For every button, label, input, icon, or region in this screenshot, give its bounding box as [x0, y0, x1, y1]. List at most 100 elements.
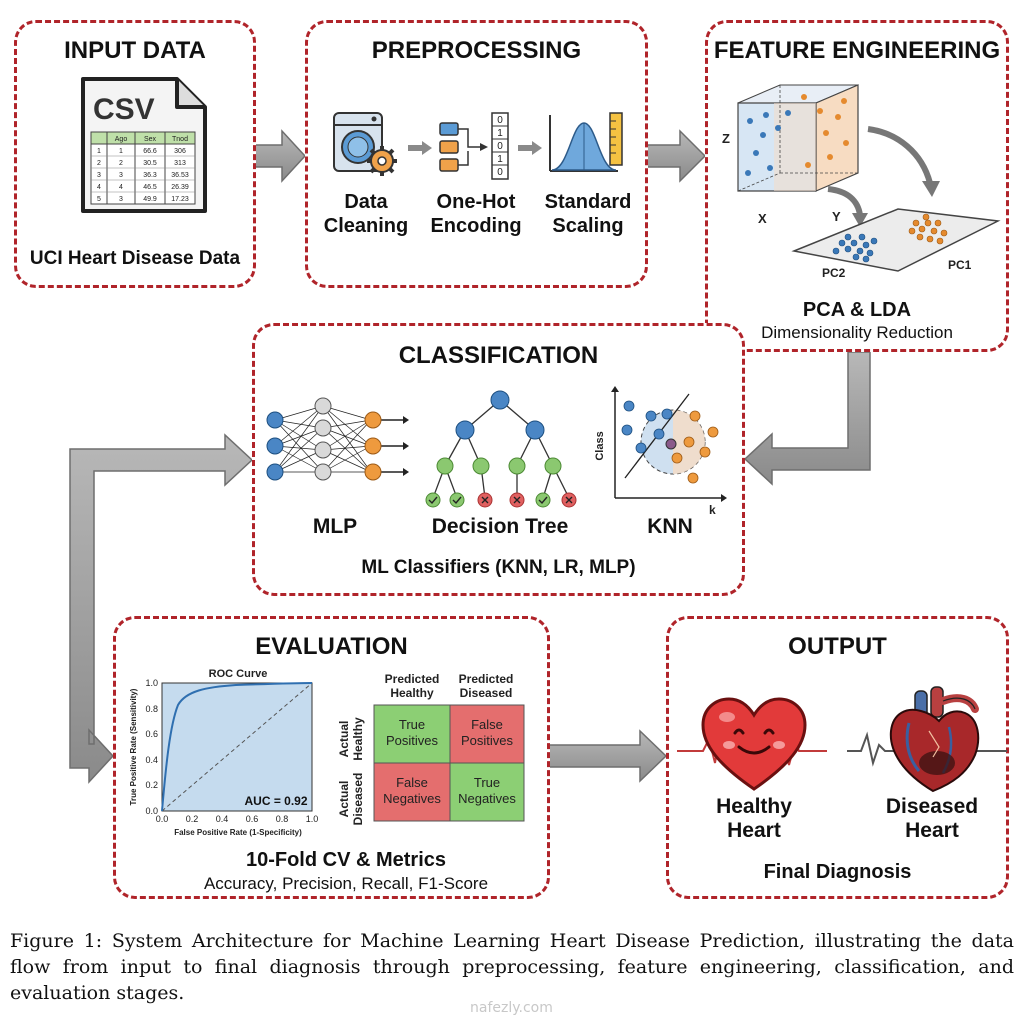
csv-cell: 5 — [97, 196, 101, 203]
diseased-heart-label-line1: Diseased — [885, 795, 979, 818]
evaluation-title: EVALUATION — [255, 633, 408, 660]
pca-projection-illustration: Z X Y PC2 PC1 — [722, 84, 1001, 280]
output-title: OUTPUT — [788, 633, 887, 660]
step-label-line1: Data — [344, 191, 388, 213]
knn-x-axis-label: k — [709, 503, 716, 517]
matrix-col-header: Predicted — [385, 672, 440, 686]
input-data-panel: INPUT DATA CSV Ago Sex Tnod 1 1 66.6 306… — [14, 20, 256, 288]
feature-engineering-sublabel: Dimensionality Reduction — [761, 323, 953, 342]
one-hot-bit: 1 — [497, 128, 503, 139]
step-arrow-icon — [408, 141, 432, 155]
csv-cell: 36.3 — [143, 172, 157, 179]
roc-y-tick: 0.2 — [145, 780, 158, 790]
evaluation-label: 10-Fold CV & Metrics — [245, 849, 447, 871]
axis-z-label: Z — [722, 131, 730, 146]
diseased-heart-icon — [889, 686, 980, 793]
csv-cell: 36.53 — [171, 172, 189, 179]
knn-plot-icon: Class k — [594, 386, 727, 517]
step-label-line1: Standard — [544, 191, 632, 213]
input-data-label: UCI Heart Disease Data — [29, 248, 241, 269]
matrix-cell-false-positives: False — [471, 717, 503, 732]
matrix-cell-false-negatives: Negatives — [383, 791, 441, 806]
classification-title: CLASSIFICATION — [398, 342, 599, 369]
csv-cell: 313 — [174, 160, 186, 167]
csv-col-header: Sex — [144, 136, 157, 143]
step-label-line2: Encoding — [430, 215, 522, 237]
roc-y-tick: 1.0 — [145, 678, 158, 688]
classification-panel: CLASSIFICATION — [252, 323, 745, 596]
csv-cell: 26.39 — [171, 184, 189, 191]
arrow-feature-to-classification — [743, 351, 871, 486]
healthy-heart-label-line2: Heart — [727, 819, 781, 842]
csv-table: Ago Sex Tnod 1 1 66.6 306 2 2 30.5 313 3… — [90, 131, 196, 205]
csv-cell: 2 — [97, 160, 101, 167]
feature-engineering-title: FEATURE ENGINEERING — [713, 37, 1001, 64]
one-hot-bit: 0 — [497, 141, 503, 152]
matrix-cell-false-positives: Positives — [461, 733, 514, 748]
csv-file-icon: CSV Ago Sex Tnod 1 1 66.6 306 2 2 30.5 3… — [81, 77, 207, 213]
arrow-classification-to-evaluation — [69, 433, 254, 784]
csv-cell: 17.23 — [171, 196, 189, 203]
csv-cell: 1 — [119, 148, 123, 155]
watermark: nafezly.com — [470, 1000, 553, 1016]
one-hot-bit: 0 — [497, 115, 503, 126]
csv-cell: 2 — [119, 160, 123, 167]
mlp-network-icon — [266, 397, 409, 481]
matrix-cell-false-negatives: False — [396, 775, 428, 790]
roc-x-tick: 0.2 — [186, 814, 199, 824]
csv-col-header: Tnod — [172, 136, 188, 143]
roc-x-axis-label: False Positive Rate (1-Specificity) — [174, 828, 302, 837]
matrix-col-header: Diseased — [460, 686, 513, 700]
arrow-evaluation-to-output — [548, 729, 668, 783]
roc-x-tick: 0.8 — [276, 814, 289, 824]
csv-cell: 46.5 — [143, 184, 157, 191]
decision-tree-icon — [425, 390, 577, 508]
axis-pc2-label: PC2 — [822, 266, 846, 280]
arrow-preprocessing-to-feature — [646, 129, 707, 183]
preprocessing-panel: PREPROCESSING — [305, 20, 648, 288]
csv-cell: 30.5 — [143, 160, 157, 167]
csv-cell: 3 — [119, 196, 123, 203]
csv-cell: 4 — [97, 184, 101, 191]
model-label-mlp: MLP — [312, 515, 358, 538]
healthy-heart-icon — [701, 697, 807, 791]
roc-x-tick: 1.0 — [306, 814, 319, 824]
roc-y-tick: 0.6 — [145, 729, 158, 739]
diseased-heart-label-line2: Heart — [905, 819, 959, 842]
arrow-input-to-preprocessing — [254, 129, 307, 183]
matrix-col-header: Predicted — [459, 672, 514, 686]
roc-curve-chart: ROC Curve 0.0 0.2 0.4 0.6 0.8 1.0 0.0 0.… — [129, 668, 319, 837]
csv-cell: 4 — [119, 184, 123, 191]
axis-x-label: X — [758, 211, 767, 226]
csv-cell: 66.6 — [143, 148, 157, 155]
one-hot-encoding-icon: 0 1 0 1 0 — [439, 112, 509, 180]
roc-auc-label: AUC = 0.92 — [244, 794, 307, 808]
axis-y-label: Y — [832, 209, 841, 224]
csv-label: CSV — [93, 93, 155, 126]
csv-cell: 3 — [97, 172, 101, 179]
step-arrow-icon — [518, 141, 542, 155]
csv-col-header: Ago — [115, 136, 128, 143]
roc-x-tick: 0.4 — [216, 814, 229, 824]
matrix-cell-true-negatives: True — [474, 775, 500, 790]
input-data-title: INPUT DATA — [64, 37, 206, 64]
roc-y-tick: 0.4 — [145, 755, 158, 765]
matrix-row-header: Actual — [337, 781, 351, 818]
knn-y-axis-label: Class — [594, 431, 606, 460]
matrix-cell-true-positives: True — [399, 717, 425, 732]
feature-engineering-label: PCA & LDA — [802, 299, 912, 321]
step-label-line1: One-Hot — [436, 191, 516, 213]
output-panel: OUTPUT Healthy Heart Diseased Heart Fina… — [666, 616, 1009, 899]
roc-x-tick: 0.6 — [246, 814, 259, 824]
roc-curve-line — [161, 682, 313, 812]
output-label: Final Diagnosis — [763, 861, 912, 883]
classification-label: ML Classifiers (KNN, LR, MLP) — [361, 557, 636, 578]
matrix-col-header: Healthy — [390, 686, 434, 700]
matrix-row-header: Diseased — [351, 773, 365, 826]
bell-curve-ruler-icon — [549, 112, 623, 172]
roc-title: ROC Curve — [209, 668, 268, 680]
washing-machine-gear-icon — [333, 112, 397, 176]
step-label-line2: Cleaning — [323, 215, 409, 237]
healthy-heart-label-line1: Healthy — [716, 795, 792, 818]
